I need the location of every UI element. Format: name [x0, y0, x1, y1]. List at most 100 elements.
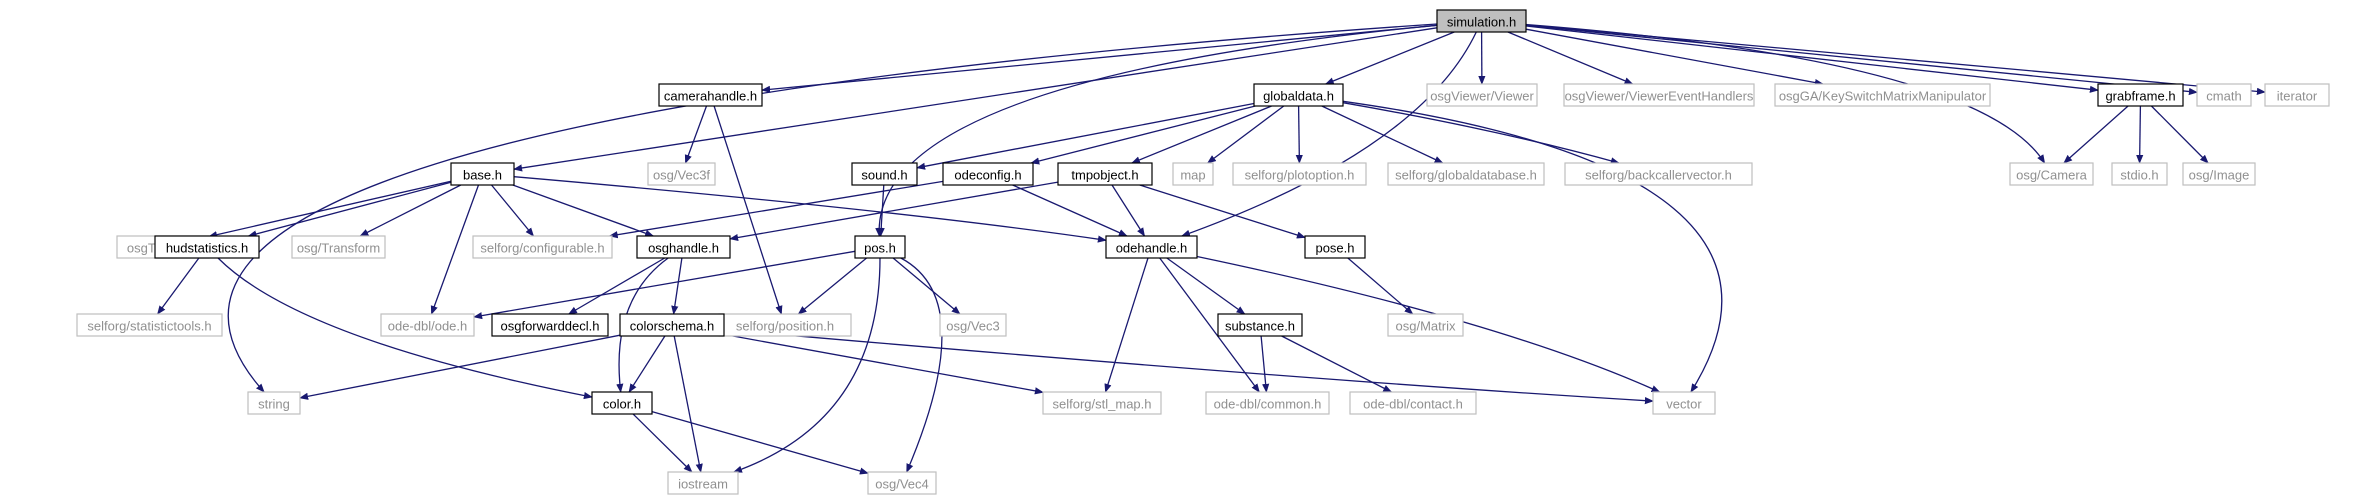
node-label-iostream: iostream: [678, 477, 728, 492]
node-ode_contact: ode-dbl/contact.h: [1349, 391, 1477, 415]
node-pos[interactable]: pos.h: [854, 235, 906, 259]
node-base[interactable]: base.h: [450, 162, 515, 186]
edge-simulation-to-cmath: [1525, 24, 2198, 96]
edge-base-to-hudstatistics: [247, 181, 452, 238]
edge-grabframe-to-stdio: [2136, 105, 2144, 164]
node-box-base: [450, 162, 515, 186]
edge-colorschema-to-stl_map: [723, 333, 1044, 395]
edge-globaldata-to-tmpobject: [1131, 105, 1272, 164]
node-stdio: stdio.h: [2111, 162, 2168, 186]
node-grabframe[interactable]: grabframe.h: [2097, 83, 2184, 107]
node-box-string: [247, 391, 301, 415]
node-box-simulation: [1436, 9, 1527, 33]
edge-odehandle-to-vector: [1196, 255, 1661, 393]
node-box-configurable: [472, 235, 613, 259]
edge-tmpobject-to-pose: [1139, 184, 1306, 239]
node-label-colorschema: colorschema.h: [630, 319, 715, 334]
node-label-camerahandle: camerahandle.h: [664, 89, 757, 104]
node-string: string: [247, 391, 301, 415]
node-tmpobject[interactable]: tmpobject.h: [1057, 162, 1153, 186]
node-label-color: color.h: [603, 397, 641, 412]
edge-simulation-to-osg_Camera: [1525, 23, 2046, 164]
edge-base-to-osgText_Text: [208, 180, 452, 239]
node-osg_Vec3: osg/Vec3: [939, 313, 1007, 337]
node-odehandle[interactable]: odehandle.h: [1105, 235, 1198, 259]
edge-pos-to-iostream: [733, 257, 881, 473]
node-hudstatistics[interactable]: hudstatistics.h: [154, 235, 260, 259]
node-box-osg_Vec4: [867, 471, 937, 495]
node-box-odehandle: [1105, 235, 1198, 259]
node-osg_Vec4: osg/Vec4: [867, 471, 937, 495]
node-plotoption: selforg/plotoption.h: [1232, 162, 1367, 186]
node-box-stl_map: [1042, 391, 1162, 415]
node-label-ode_contact: ode-dbl/contact.h: [1363, 397, 1463, 412]
node-substance[interactable]: substance.h: [1217, 313, 1303, 337]
node-camerahandle[interactable]: camerahandle.h: [658, 83, 763, 107]
node-osgforwarddecl[interactable]: osgforwarddecl.h: [491, 313, 609, 337]
node-sound[interactable]: sound.h: [851, 162, 918, 186]
edge-odehandle-to-stl_map: [1104, 257, 1149, 393]
node-osg_Matrix: osg/Matrix: [1387, 313, 1464, 337]
node-globaldatabase: selforg/globaldatabase.h: [1387, 162, 1545, 186]
node-label-simulation: simulation.h: [1447, 15, 1516, 30]
edge-tmpobject-to-osghandle: [729, 181, 1059, 242]
node-label-odeconfig: odeconfig.h: [954, 168, 1021, 183]
node-osghandle[interactable]: osghandle.h: [636, 235, 731, 259]
edge-base-to-configurable: [490, 184, 535, 237]
node-osg_Transform: osg/Transform: [291, 235, 386, 259]
edge-simulation-to-globaldata: [1324, 31, 1455, 85]
node-label-osg_Vec3f: osg/Vec3f: [653, 168, 710, 183]
node-pose[interactable]: pose.h: [1304, 235, 1366, 259]
edge-odeconfig-to-configurable: [608, 180, 944, 239]
edge-base-to-ode_dbl_ode: [430, 184, 480, 315]
edge-hudstatistics-to-statistictools: [157, 257, 200, 315]
node-vector: vector: [1652, 391, 1716, 415]
node-colorschema[interactable]: colorschema.h: [619, 313, 725, 337]
node-color[interactable]: color.h: [591, 391, 653, 415]
node-box-globaldatabase: [1387, 162, 1545, 186]
node-label-osg_Vec4: osg/Vec4: [875, 477, 929, 492]
node-box-statistictools: [76, 313, 223, 337]
edge-base-to-osg_Transform: [359, 184, 462, 237]
edge-simulation-to-osgGA_KeySwitch: [1525, 28, 1824, 87]
edge-globaldata-to-vector: [1342, 100, 1723, 393]
node-label-osg_Matrix: osg/Matrix: [1396, 319, 1456, 334]
node-label-osgforwarddecl: osgforwarddecl.h: [501, 319, 600, 334]
node-box-osg_Vec3: [939, 313, 1007, 337]
node-simulation[interactable]: simulation.h: [1436, 9, 1527, 33]
node-label-osg_Image: osg/Image: [2189, 168, 2250, 183]
node-label-osg_Camera: osg/Camera: [2016, 168, 2088, 183]
node-box-pose: [1304, 235, 1366, 259]
edge-globaldata-to-plotoption: [1295, 105, 1303, 164]
edge-color-to-iostream: [632, 413, 693, 473]
node-stl_map: selforg/stl_map.h: [1042, 391, 1162, 415]
node-box-osgforwarddecl: [491, 313, 609, 337]
node-label-tmpobject: tmpobject.h: [1071, 168, 1138, 183]
edge-simulation-to-base: [513, 27, 1438, 172]
node-box-vector: [1652, 391, 1716, 415]
node-box-odeconfig: [942, 162, 1034, 186]
node-odeconfig[interactable]: odeconfig.h: [942, 162, 1034, 186]
node-label-osgGA_KeySwitch: osgGA/KeySwitchMatrixManipulator: [1779, 89, 1987, 104]
node-label-globaldata: globaldata.h: [1263, 89, 1334, 104]
node-label-statistictools: selforg/statistictools.h: [87, 319, 211, 334]
node-box-iterator: [2264, 83, 2330, 107]
edge-osghandle-to-colorschema: [671, 257, 683, 315]
node-globaldata[interactable]: globaldata.h: [1253, 83, 1344, 107]
node-label-configurable: selforg/configurable.h: [480, 241, 604, 256]
node-label-hudstatistics: hudstatistics.h: [166, 241, 248, 256]
node-box-cmath: [2196, 83, 2252, 107]
node-label-sound: sound.h: [861, 168, 907, 183]
node-box-globaldata: [1253, 83, 1344, 107]
edge-colorschema-to-string: [299, 334, 621, 400]
edge-simulation-to-osgViewer_EventHandlers: [1507, 31, 1634, 85]
node-osgViewer_EventHandlers: osgViewer/ViewerEventHandlers: [1563, 83, 1755, 107]
node-box-iostream: [667, 471, 739, 495]
node-box-sound: [851, 162, 918, 186]
node-box-ode_contact: [1349, 391, 1477, 415]
edge-colorschema-to-vector: [723, 328, 1654, 405]
node-box-hudstatistics: [154, 235, 260, 259]
node-label-string: string: [258, 397, 290, 412]
edge-odehandle-to-ode_common: [1159, 257, 1260, 393]
